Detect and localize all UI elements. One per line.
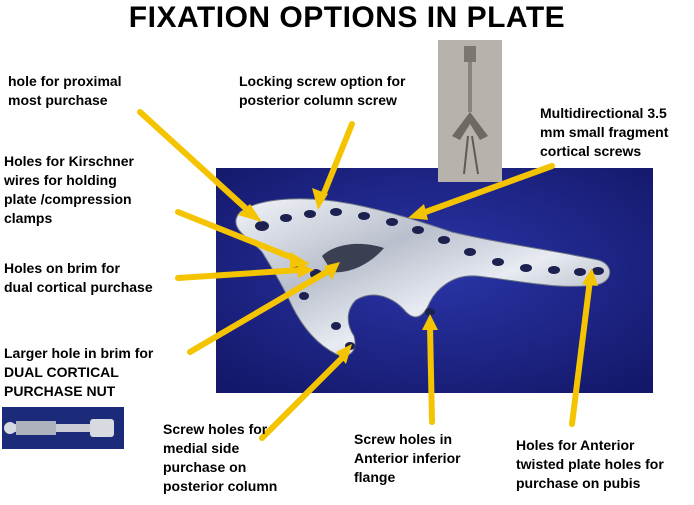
label-anterior-twisted: Holes for Anterior twisted plate holes f… <box>516 437 664 491</box>
label-kirschner: Holes for Kirschner wires for holding pl… <box>4 153 134 226</box>
page-title: FIXATION OPTIONS IN PLATE <box>128 1 566 34</box>
label-medial-side: Screw holes for medial side purchase on … <box>163 421 278 494</box>
purchase-nut-photo <box>2 407 124 449</box>
label-larger-hole: Larger hole in brim for DUAL CORTICAL PU… <box>4 345 154 399</box>
label-brim-holes: Holes on brim for dual cortical purchase <box>4 260 153 295</box>
pointer-arrows <box>137 109 598 441</box>
label-proximal-hole: hole for proximal most purchase <box>8 73 122 108</box>
locking-screw-tool-photo <box>438 40 502 182</box>
label-locking-screw: Locking screw option for posterior colum… <box>239 73 406 108</box>
label-anterior-inferior: Screw holes in Anterior inferior flange <box>354 431 461 485</box>
label-multidirectional: Multidirectional 3.5 mm small fragment c… <box>540 105 669 159</box>
plate-holes <box>255 208 604 350</box>
